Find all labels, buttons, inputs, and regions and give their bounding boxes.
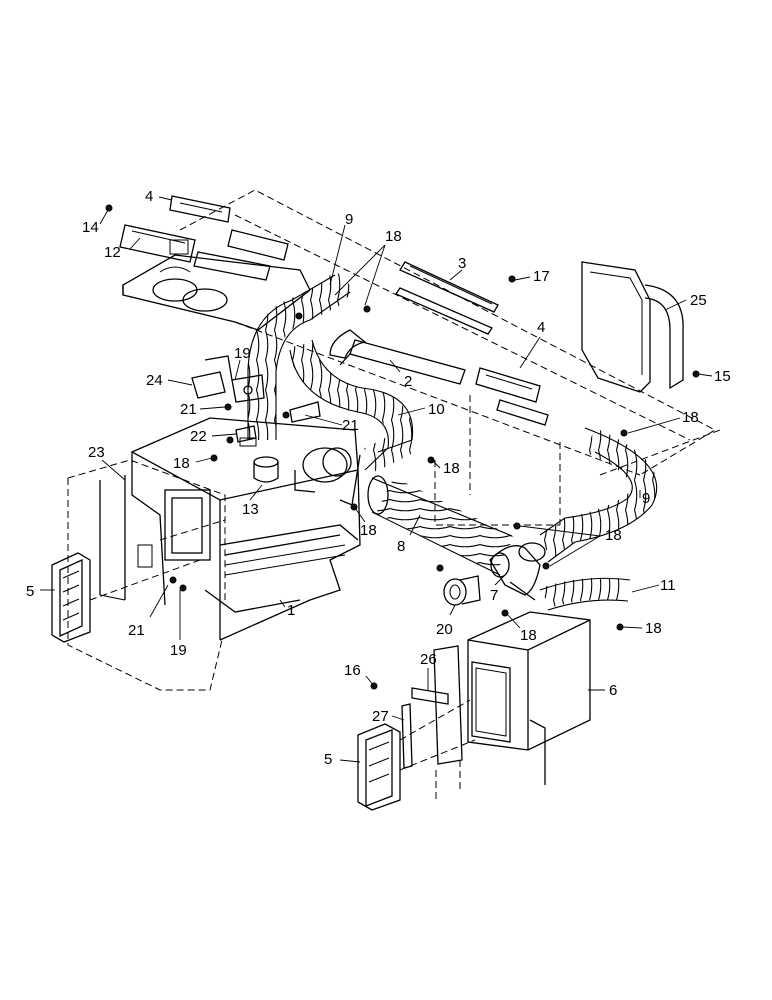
callout-5-left: 5 <box>26 583 34 600</box>
heater-core-case-6 <box>467 611 591 785</box>
defroster-vent-4-right <box>475 367 549 426</box>
callout-23: 23 <box>88 444 105 461</box>
leader-lines <box>40 196 713 763</box>
callout-3: 3 <box>458 255 466 272</box>
panel-bracket-23 <box>67 459 226 691</box>
callout-4-top: 4 <box>145 188 153 205</box>
callout-11: 11 <box>660 577 676 594</box>
plate-21 <box>289 401 321 423</box>
callout-20: 20 <box>436 621 453 638</box>
gasket-26 <box>411 645 463 800</box>
defroster-duct-2 <box>329 329 466 385</box>
callout-13: 13 <box>242 501 259 518</box>
callout-2: 2 <box>404 373 412 390</box>
hose-9-left <box>247 270 355 440</box>
seal-strip-27 <box>401 703 413 769</box>
callout-18-top: 18 <box>385 228 402 245</box>
callout-14: 14 <box>82 219 99 236</box>
plate-22 <box>235 425 257 443</box>
callout-22: 22 <box>190 428 207 445</box>
callout-9-right: 9 <box>642 490 650 507</box>
callout-12: 12 <box>104 244 121 261</box>
callout-1: 1 <box>287 602 295 619</box>
vent-bracket-12 <box>119 224 196 263</box>
callout-10: 10 <box>428 401 445 418</box>
hose-8 <box>367 475 514 576</box>
callout-8: 8 <box>397 538 405 555</box>
duct-elbow-20 <box>443 575 481 606</box>
callout-17: 17 <box>533 268 550 285</box>
callout-19-upper: 19 <box>234 345 251 362</box>
hose-11 <box>539 577 631 611</box>
side-vent-5-left <box>51 552 91 643</box>
callout-24: 24 <box>146 372 163 389</box>
callout-labels: 4 14 12 9 18 3 17 25 4 19 24 2 15 21 10 … <box>26 188 731 768</box>
callout-5-bottom: 5 <box>324 751 332 768</box>
defroster-duct-3 <box>395 261 499 335</box>
callout-21-upper: 21 <box>180 401 197 418</box>
callout-15: 15 <box>714 368 731 385</box>
callout-18-left: 18 <box>173 455 190 472</box>
callout-21-lower: 21 <box>128 622 145 639</box>
callout-18-housing: 18 <box>360 522 377 539</box>
callout-4-right: 4 <box>537 319 545 336</box>
callout-7: 7 <box>490 587 498 604</box>
heater-housing-1 <box>130 417 361 641</box>
callout-27: 27 <box>372 708 389 725</box>
callout-18-right: 18 <box>682 409 699 426</box>
callout-16: 16 <box>344 662 361 679</box>
mount-bracket-24 <box>191 355 233 399</box>
side-vent-5-right <box>357 723 401 811</box>
callout-18-tee: 18 <box>605 527 622 544</box>
callout-26: 26 <box>420 651 437 668</box>
callout-19-lower: 19 <box>170 642 187 659</box>
hose-9-right <box>537 427 658 563</box>
callout-18-mid: 18 <box>443 460 460 477</box>
blower-outlet <box>294 447 352 493</box>
assembly-guide-lines <box>89 519 476 771</box>
callout-18-case: 18 <box>645 620 662 637</box>
defroster-vent-4-left <box>169 195 289 281</box>
outlet-13 <box>239 437 279 483</box>
side-panel-25 <box>581 261 684 393</box>
duct-connector-7 <box>489 542 546 601</box>
callout-6: 6 <box>609 682 617 699</box>
callout-25: 25 <box>690 292 707 309</box>
callout-21-mid: 21 <box>342 417 359 434</box>
callout-18-bottom: 18 <box>520 627 537 644</box>
hose-10 <box>287 339 414 472</box>
clamp-19 <box>231 374 265 403</box>
callout-9-top: 9 <box>345 211 353 228</box>
